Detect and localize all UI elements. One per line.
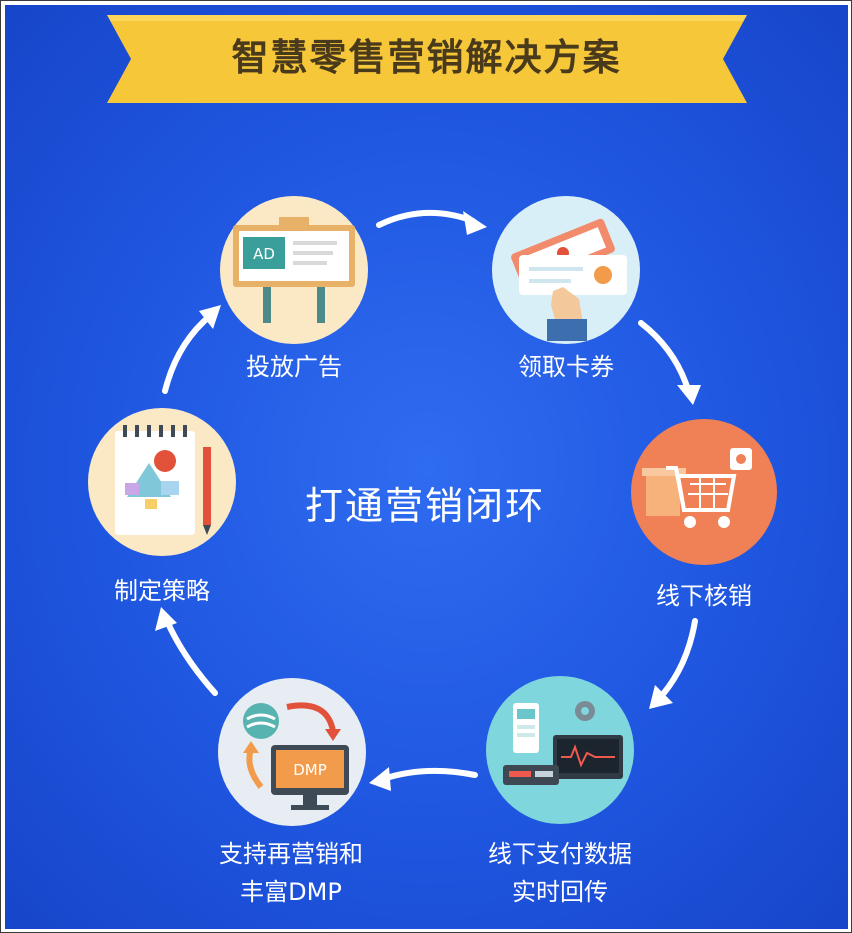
arrow-dmp-to-strategy xyxy=(164,618,218,696)
page-title: 智慧零售营销解决方案 xyxy=(231,36,622,79)
step-label-strategy: 制定策略 xyxy=(114,577,210,605)
center-slogan: 打通营销闭环 xyxy=(304,484,545,528)
billboard-icon: AD xyxy=(220,196,368,344)
arrowhead-4 xyxy=(369,767,391,791)
arrow-payment-to-dmp xyxy=(380,767,478,782)
step-label-advertise: 投放广告 xyxy=(246,353,342,381)
cycle-arrows xyxy=(155,210,701,791)
banner-ribbon-shape xyxy=(107,15,747,103)
step-label-payment-line2: 实时回传 xyxy=(512,878,608,906)
arrow-coupon-to-checkout xyxy=(638,320,692,396)
step-label-remarketing-line1: 支持再营销和 xyxy=(219,840,363,868)
billboard-ad-text: AD xyxy=(253,245,275,263)
step-label-coupon: 领取卡券 xyxy=(518,353,614,381)
arrowhead-5 xyxy=(155,607,177,631)
title-banner: 智慧零售营销解决方案 xyxy=(5,5,848,115)
shopping-cart-icon xyxy=(631,419,777,565)
arrowhead-6 xyxy=(199,305,221,329)
dmp-screen-text: DMP xyxy=(293,761,327,779)
infographic-canvas: 智慧零售营销解决方案 xyxy=(5,5,848,929)
arrow-checkout-to-payment xyxy=(654,618,698,704)
pos-terminal-icon xyxy=(486,676,634,824)
dmp-monitor-icon: DMP xyxy=(218,678,366,826)
step-label-payment-line1: 线下支付数据 xyxy=(488,840,632,868)
strategy-notepad-icon xyxy=(88,408,236,556)
arrowhead-1 xyxy=(463,211,487,235)
coupon-icon xyxy=(492,196,640,344)
step-label-checkout: 线下核销 xyxy=(656,582,752,610)
arrow-strategy-to-ad xyxy=(162,312,214,394)
step-label-remarketing-line2: 丰富DMP xyxy=(240,878,342,906)
arrowhead-3 xyxy=(649,685,673,709)
arrowhead-2 xyxy=(677,385,701,405)
arrow-ad-to-coupon xyxy=(376,210,476,228)
